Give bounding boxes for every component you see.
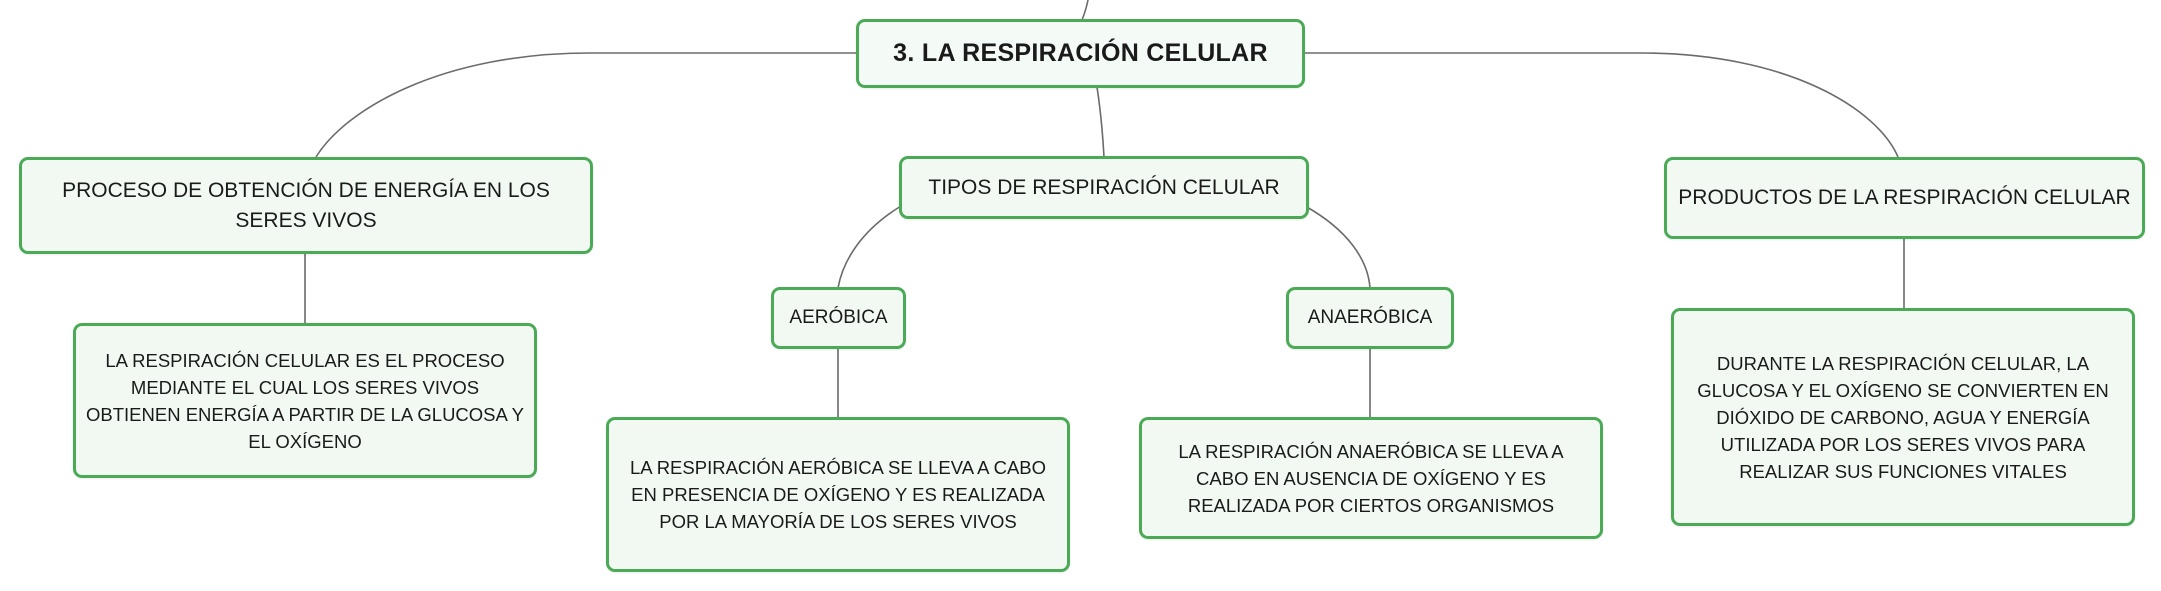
anaerobic-description[interactable]: LA RESPIRACIÓN ANAERÓBICA SE LLEVA A CAB… [1139, 417, 1603, 539]
connector-root-process [315, 52, 857, 158]
products-description-text: DURANTE LA RESPIRACIÓN CELULAR, LA GLUCO… [1697, 352, 2109, 482]
anaerobic-description-text: LA RESPIRACIÓN ANAERÓBICA SE LLEVA A CAB… [1178, 440, 1564, 516]
subtopic-aerobic-label: AERÓBICA [789, 307, 888, 328]
root-node[interactable]: 3. LA RESPIRACIÓN CELULAR [856, 19, 1305, 88]
process-description[interactable]: LA RESPIRACIÓN CELULAR ES EL PROCESO MED… [73, 323, 537, 478]
process-description-text: LA RESPIRACIÓN CELULAR ES EL PROCESO MED… [86, 349, 524, 452]
connector-types-aerobic [837, 205, 902, 289]
topic-products-label: PRODUCTOS DE LA RESPIRACIÓN CELULAR [1678, 186, 2131, 209]
topic-process[interactable]: PROCESO DE OBTENCIÓN DE ENERGÍA EN LOS S… [19, 157, 593, 254]
connector-root-types [1096, 86, 1105, 158]
topic-products[interactable]: PRODUCTOS DE LA RESPIRACIÓN CELULAR [1664, 157, 2145, 239]
root-title: 3. LA RESPIRACIÓN CELULAR [893, 39, 1268, 67]
connector-root-parent [1081, 0, 1089, 21]
subtopic-anaerobic-label: ANAERÓBICA [1307, 307, 1433, 328]
connector-types-anaerobic [1304, 205, 1371, 289]
topic-process-label: PROCESO DE OBTENCIÓN DE ENERGÍA EN LOS S… [62, 178, 550, 232]
connector-root-products [1303, 52, 1899, 158]
aerobic-description[interactable]: LA RESPIRACIÓN AERÓBICA SE LLEVA A CABO … [606, 417, 1070, 572]
aerobic-description-text: LA RESPIRACIÓN AERÓBICA SE LLEVA A CABO … [629, 457, 1047, 532]
topic-types[interactable]: TIPOS DE RESPIRACIÓN CELULAR [899, 156, 1309, 219]
products-description[interactable]: DURANTE LA RESPIRACIÓN CELULAR, LA GLUCO… [1671, 308, 2135, 526]
topic-types-label: TIPOS DE RESPIRACIÓN CELULAR [928, 175, 1280, 199]
subtopic-anaerobic[interactable]: ANAERÓBICA [1286, 287, 1454, 349]
subtopic-aerobic[interactable]: AERÓBICA [771, 287, 906, 349]
